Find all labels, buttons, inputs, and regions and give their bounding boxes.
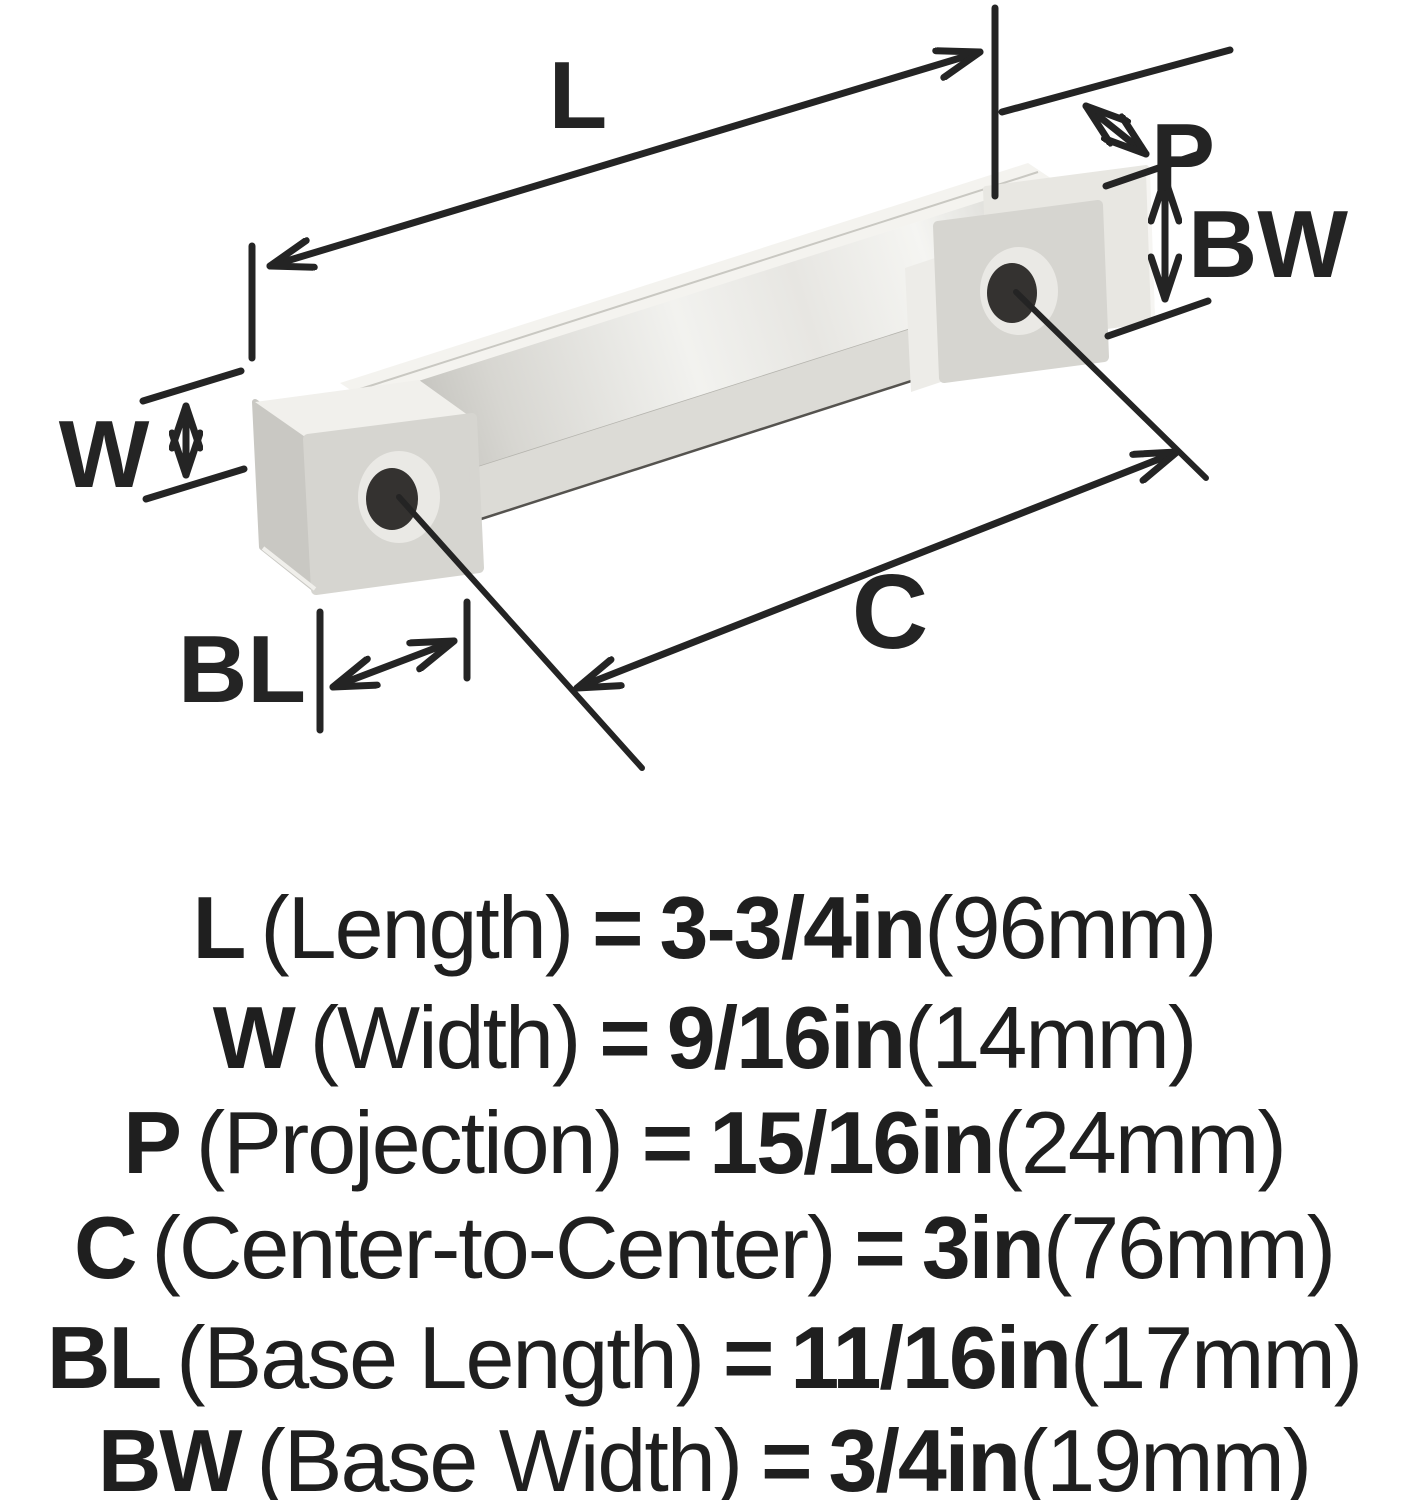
dim-label-center-to-center: C <box>852 553 929 671</box>
p-extension-tick-upper <box>998 46 1234 116</box>
legend-equals: = <box>761 1411 812 1500</box>
dim-label-base-width: BW <box>1188 191 1348 298</box>
legend-value: 9/16in <box>666 988 906 1087</box>
legend-symbol: P <box>123 1093 182 1192</box>
legend-metric: (17mm) <box>1069 1308 1363 1407</box>
right-screw-hole <box>987 263 1037 323</box>
legend-metric: (76mm) <box>1042 1198 1336 1297</box>
legend-row-center-to-center: C (Center-to-Center) = 3in (76mm) <box>0 1198 1408 1298</box>
legend-metric: (19mm) <box>1019 1411 1312 1500</box>
legend-name: (Length) <box>260 878 574 977</box>
legend-symbol: C <box>73 1198 138 1297</box>
p-bw-shared-tick <box>1102 148 1209 190</box>
bw-extension-tick-lower <box>1104 297 1212 340</box>
dim-label-width: W <box>59 401 150 508</box>
legend-equals: = <box>592 878 643 977</box>
legend-equals: = <box>723 1308 774 1407</box>
legend-row-base-width: BW (Base Width) = 3/4in (19mm) <box>0 1411 1408 1500</box>
legend-row-base-length: BL (Base Length) = 11/16in (17mm) <box>0 1308 1408 1408</box>
legend-equals: = <box>641 1093 693 1192</box>
legend-symbol: BW <box>97 1411 243 1500</box>
legend-row-length: L (Length) = 3-3/4in (96mm) <box>0 878 1408 978</box>
legend-name: (Base Length) <box>176 1308 705 1407</box>
legend-name: (Center-to-Center) <box>151 1198 837 1297</box>
legend-metric: (96mm) <box>924 878 1217 977</box>
bar-chamfer-face <box>371 281 1066 553</box>
legend-name: (Projection) <box>195 1093 624 1192</box>
w-extension-tick-upper <box>139 367 245 405</box>
legend-row-width: W (Width) = 9/16in (14mm) <box>0 988 1408 1088</box>
legend-value: 3-3/4in <box>659 878 927 977</box>
dim-label-length: L <box>549 42 608 149</box>
dim-label-base-length: BL <box>178 616 306 723</box>
legend-metric: (24mm) <box>993 1093 1287 1192</box>
legend-value: 15/16in <box>709 1093 995 1192</box>
legend-symbol: L <box>192 878 247 977</box>
w-extension-tick-lower <box>142 465 248 503</box>
legend-value: 3/4in <box>828 1411 1021 1500</box>
legend-name: (Base Width) <box>256 1411 743 1500</box>
c-leader-from-left-hole <box>396 494 645 771</box>
c-dimension-arrow <box>573 448 1181 692</box>
l-dimension-arrow <box>266 52 984 266</box>
left-screw-hole <box>366 468 418 530</box>
legend-value: 11/16in <box>790 1308 1072 1407</box>
legend-symbol: W <box>212 988 296 1087</box>
legend-equals: = <box>854 1198 905 1297</box>
bl-dimension-arrow <box>329 637 458 691</box>
dimension-annotations <box>139 4 1234 771</box>
c-leader-from-right-hole <box>1013 289 1209 481</box>
legend-name: (Width) <box>309 988 582 1087</box>
legend-metric: (14mm) <box>904 988 1197 1087</box>
left-foot-bottom-highlight <box>261 546 317 591</box>
dim-label-projection: P <box>1151 104 1215 211</box>
p-dimension-arrow <box>1082 102 1150 158</box>
legend-equals: = <box>599 988 650 1087</box>
cabinet-pull-dimension-diagram: L P BW W BL C <box>59 4 1348 771</box>
legend-value: 3in <box>921 1198 1045 1297</box>
legend-row-projection: P (Projection) = 15/16in (24mm) <box>0 1093 1408 1193</box>
legend-symbol: BL <box>46 1308 162 1407</box>
